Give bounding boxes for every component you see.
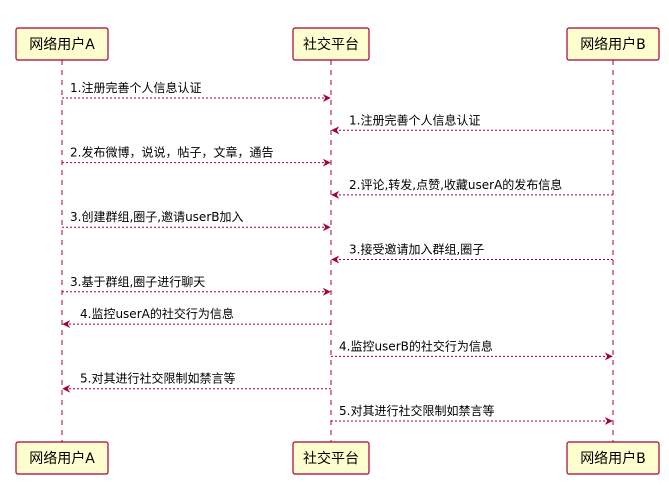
- message-6: 3.接受邀请加入群组,圈子: [331, 242, 613, 264]
- participant-label: 网络用户B: [580, 36, 646, 53]
- participant-box: [566, 441, 660, 475]
- message-label: 4.监控userB的社交行为信息: [339, 338, 493, 353]
- message-label: 5.对其进行社交限制如禁言等: [339, 403, 494, 418]
- message-label: 2.评论,转发,点赞,收藏userA的发布信息: [349, 177, 562, 192]
- participant-label: 网络用户B: [580, 450, 646, 467]
- message-9: 4.监控userB的社交行为信息: [331, 338, 613, 361]
- message-label: 5.对其进行社交限制如禁言等: [80, 371, 235, 386]
- message-label: 3.创建群组,圈子,邀请userB加入: [70, 209, 244, 224]
- participant-box: [15, 441, 109, 475]
- lifelines: [61, 60, 614, 442]
- message-5: 3.创建群组,圈子,邀请userB加入: [62, 209, 331, 232]
- participant-box: [292, 441, 370, 475]
- message-8: 4.监控userA的社交行为信息: [62, 306, 331, 329]
- participant-label: 网络用户A: [29, 450, 95, 467]
- message-3: 2.发布微博，说说，帖子，文章，通告: [62, 145, 331, 167]
- participant-label: 网络用户A: [29, 36, 95, 53]
- participant-b-bottom: 网络用户B: [566, 441, 660, 475]
- message-label: 4.监控userA的社交行为信息: [80, 306, 234, 321]
- participant-box: [292, 27, 370, 61]
- message-2: 1.注册完善个人信息认证: [331, 112, 613, 135]
- participant-a-bottom: 网络用户A: [15, 441, 109, 475]
- message-4: 2.评论,转发,点赞,收藏userA的发布信息: [331, 177, 613, 199]
- participant-p-top: 社交平台: [292, 27, 370, 61]
- message-label: 1.注册完善个人信息认证: [70, 80, 201, 95]
- message-label: 1.注册完善个人信息认证: [349, 112, 480, 127]
- message-7: 3.基于群组,圈子进行聊天: [62, 275, 331, 296]
- participant-label: 社交平台: [303, 450, 359, 467]
- participant-label: 社交平台: [303, 36, 359, 53]
- message-label: 3.基于群组,圈子进行聊天: [70, 275, 205, 289]
- participant-box: [566, 27, 660, 61]
- participant-b-top: 网络用户B: [566, 27, 660, 61]
- participant-a-top: 网络用户A: [15, 27, 109, 61]
- participant-box: [15, 27, 109, 61]
- message-10: 5.对其进行社交限制如禁言等: [62, 371, 331, 393]
- message-label: 3.接受邀请加入群组,圈子: [349, 242, 484, 257]
- message-label: 2.发布微博，说说，帖子，文章，通告: [70, 145, 273, 160]
- messages: 1.注册完善个人信息认证 1.注册完善个人信息认证 2.发布微博，说说，帖子，文章，…: [62, 80, 613, 425]
- participant-p-bottom: 社交平台: [292, 441, 370, 475]
- message-1: 1.注册完善个人信息认证: [62, 80, 331, 102]
- message-11: 5.对其进行社交限制如禁言等: [331, 403, 613, 425]
